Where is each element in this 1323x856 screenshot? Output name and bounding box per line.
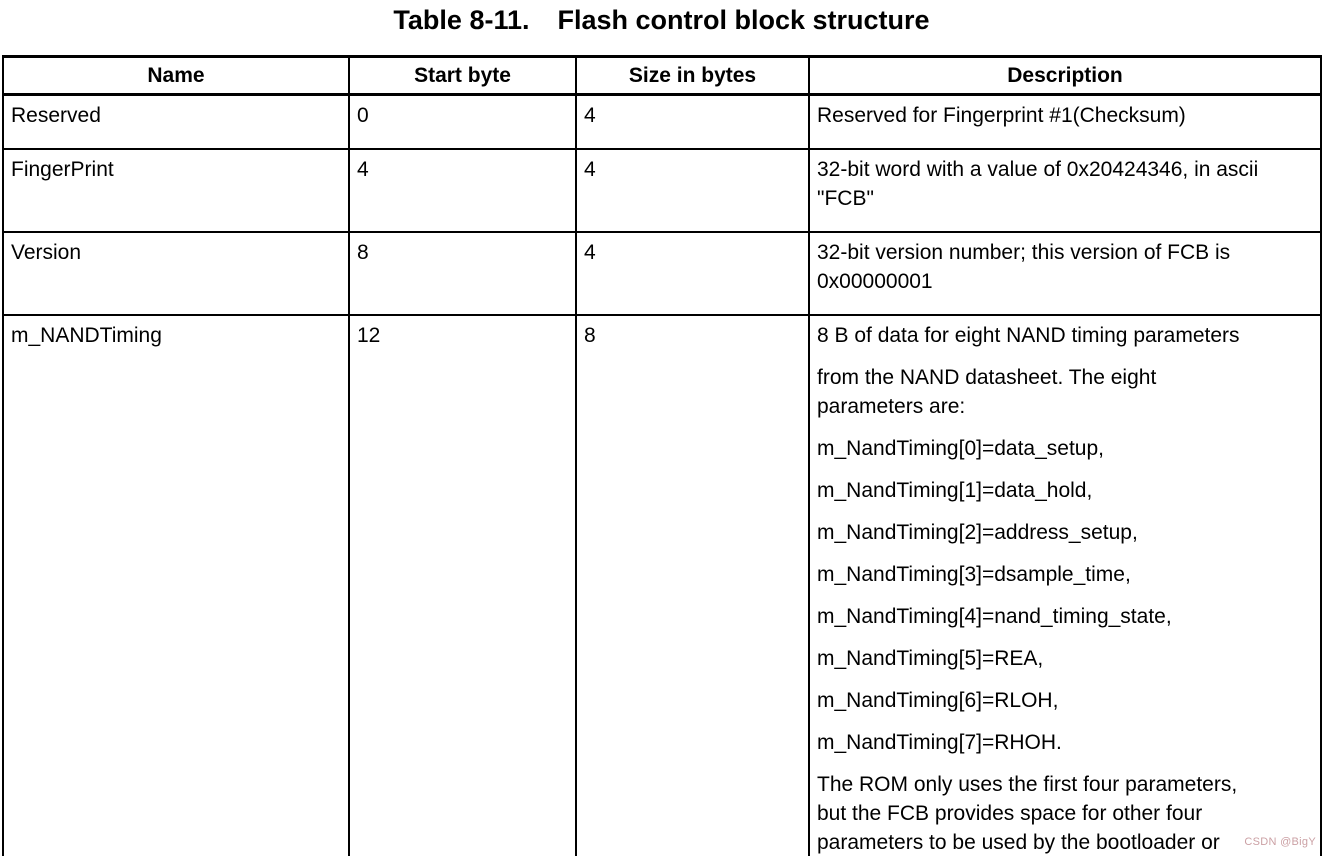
table-row-reserved: Reserved 0 4 Reserved for Fingerprint #1… (2, 93, 1322, 150)
name-cell: FingerPrint (2, 148, 350, 233)
description-paragraph: The ROM only uses the first four paramet… (817, 773, 1238, 854)
size-in-bytes-cell: 8 (575, 314, 810, 856)
description-cell: 8 B of data for eight NAND timing parame… (808, 314, 1322, 856)
start-byte-cell: 0 (348, 93, 577, 150)
size-in-bytes-cell: 4 (575, 93, 810, 150)
column-header-size-in-bytes: Size in bytes (575, 55, 810, 96)
start-byte-cell: 4 (348, 148, 577, 233)
table-caption-number: Table 8-11. (393, 5, 530, 35)
description-paragraph: 32-bit version number; this version of F… (817, 241, 1231, 293)
description-paragraph: m_NandTiming[4]=nand_timing_state, (817, 605, 1172, 628)
description-paragraph: m_NandTiming[7]=RHOH. (817, 731, 1062, 754)
description-cell: 32-bit version number; this version of F… (808, 231, 1322, 316)
description-paragraph: Reserved for Fingerprint #1(Checksum) (817, 104, 1186, 127)
table-row-version: Version 8 4 32-bit version number; this … (2, 231, 1322, 316)
description-paragraph: 8 B of data for eight NAND timing parame… (817, 324, 1240, 347)
description-paragraph: 32-bit word with a value of 0x20424346, … (817, 158, 1259, 210)
description-paragraph: m_NandTiming[2]=address_setup, (817, 521, 1138, 544)
column-header-name: Name (2, 55, 350, 96)
description-paragraph: m_NandTiming[3]=dsample_time, (817, 563, 1131, 586)
start-byte-cell: 12 (348, 314, 577, 856)
table-caption-text: Flash control block structure (557, 5, 930, 35)
description-paragraph: from the NAND datasheet. The eight param… (817, 366, 1157, 418)
column-header-description: Description (808, 55, 1322, 96)
table-caption: Table 8-11. Flash control block structure (0, 5, 1323, 36)
name-cell: Reserved (2, 93, 350, 150)
table-header-row: Name Start byte Size in bytes Descriptio… (2, 55, 1322, 96)
name-cell: m_NANDTiming (2, 314, 350, 856)
description-cell: 32-bit word with a value of 0x20424346, … (808, 148, 1322, 233)
description-paragraph: m_NandTiming[1]=data_hold, (817, 479, 1093, 502)
csdn-watermark: CSDN @BigY (1244, 836, 1316, 848)
description-paragraph: m_NandTiming[0]=data_setup, (817, 437, 1104, 460)
description-cell: Reserved for Fingerprint #1(Checksum) (808, 93, 1322, 150)
name-cell: Version (2, 231, 350, 316)
description-paragraph: m_NandTiming[6]=RLOH, (817, 689, 1059, 712)
flash-control-block-table: Name Start byte Size in bytes Descriptio… (2, 55, 1322, 856)
start-byte-cell: 8 (348, 231, 577, 316)
description-paragraph: m_NandTiming[5]=REA, (817, 647, 1044, 670)
table-row-nand-timing: m_NANDTiming 12 8 8 B of data for eight … (2, 314, 1322, 856)
size-in-bytes-cell: 4 (575, 231, 810, 316)
size-in-bytes-cell: 4 (575, 148, 810, 233)
table-row-fingerprint: FingerPrint 4 4 32-bit word with a value… (2, 148, 1322, 233)
column-header-start-byte: Start byte (348, 55, 577, 96)
